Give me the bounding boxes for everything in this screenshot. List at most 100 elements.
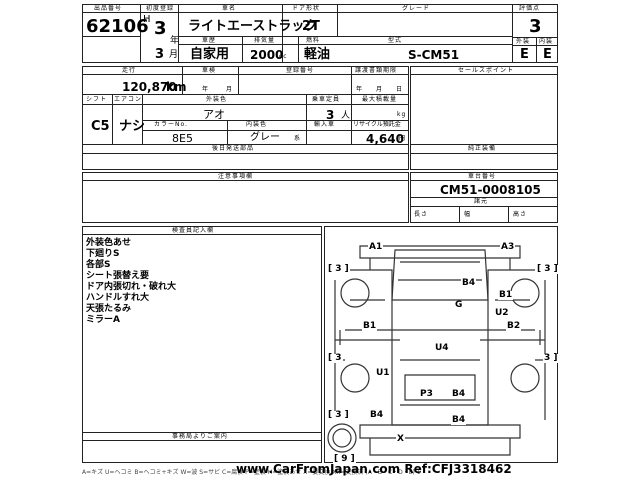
damage-mark: B4 <box>451 415 467 425</box>
reg-month: 3 <box>155 47 165 62</box>
damage-mark: A1 <box>368 242 384 252</box>
height-label: 高さ <box>513 211 528 218</box>
mileage: 120,870 <box>122 80 177 94</box>
office-label: 事務局よりご案内 <box>172 433 228 440</box>
damage-mark: B4 <box>461 278 477 288</box>
after-parts-label: 後日発送部品 <box>212 145 255 152</box>
tread-depth: 3 ] <box>543 353 559 363</box>
exterior-label: 外装 <box>516 38 531 45</box>
transfer-day: 日 <box>396 86 404 93</box>
reg-year: 3 <box>154 18 167 39</box>
lot-number: 62106 <box>86 16 149 37</box>
damage-mark: U2 <box>494 308 510 318</box>
chassis-label: 車台番号 <box>468 173 497 180</box>
exterior-grade: E <box>520 47 529 62</box>
color-no: 8E5 <box>172 132 193 145</box>
transfer-year: 年 <box>356 86 364 93</box>
recycle-unit: 円 <box>399 135 407 142</box>
first-reg-label: 初度登録 <box>146 5 175 12</box>
capacity-label: 乗車定員 <box>312 96 341 103</box>
damage-mark: X <box>396 434 405 444</box>
ac-label: エアコン <box>114 96 143 103</box>
tread-depth: [ 9 ] <box>333 454 356 464</box>
recycle-fee: 4,640 <box>366 132 404 146</box>
model-code: S-CM51 <box>408 48 460 62</box>
car-name: ライトエーストラック <box>188 19 318 34</box>
dims-label: 諸元 <box>474 198 489 205</box>
load-label: 最大積載量 <box>362 96 398 103</box>
score-label: 評価点 <box>519 5 541 12</box>
displacement: 2000 <box>250 48 284 62</box>
inspector-note: 天張たるみ <box>86 304 132 314</box>
inspector-note: シート張替え要 <box>86 271 150 281</box>
inspection-month-unit: 月 <box>226 86 234 93</box>
transfer-label: 譲渡書類期限 <box>355 67 398 74</box>
tread-depth: [ 3 ] <box>327 410 350 420</box>
selling-points-label: セールスポイント <box>458 67 515 74</box>
mileage-label: 走行 <box>122 67 137 74</box>
recycle-label: リサイクル預託金 <box>353 121 401 128</box>
vehicle-type: 自家用 <box>190 47 230 62</box>
inspector-note: ハンドルすれ大 <box>86 293 150 303</box>
chassis-number: CM51-0008105 <box>440 183 541 197</box>
damage-mark: U4 <box>434 343 450 353</box>
interior-label: 内装 <box>539 38 554 45</box>
color-label: 外装色 <box>206 96 228 103</box>
shift: C5 <box>91 119 110 134</box>
inspector-note: 下廻りS <box>86 249 120 259</box>
int-color-unit: 系 <box>294 135 302 142</box>
reg-month-unit: 月 <box>169 50 179 60</box>
reg-no-label: 登録番号 <box>286 67 315 74</box>
vehicle-type-label: 車歴 <box>202 37 217 44</box>
notes-label: 注意事項欄 <box>218 173 254 180</box>
model-label: 型式 <box>388 37 403 44</box>
tread-depth: [ 3 <box>327 353 343 363</box>
tread-depth: [ 3 ] <box>327 264 350 274</box>
damage-mark: A3 <box>500 242 516 252</box>
lot-no-label: 出品番号 <box>94 5 123 12</box>
damage-mark: P3 <box>419 389 434 399</box>
doors-label: ドア形状 <box>292 5 321 12</box>
length-label: 長さ <box>414 211 429 218</box>
damage-legend: A=キズ U=ヘコミ B=ヘコミ+キズ W=波 S=サビ C=腐食 P=塗装 H… <box>82 469 421 476</box>
damage-mark: B1 <box>498 290 514 300</box>
damage-mark: B4 <box>369 410 385 420</box>
color-no-label: カラーNo. <box>154 121 188 128</box>
inspector-note: 各部S <box>86 260 111 270</box>
import-label: 輸入車 <box>314 121 336 128</box>
inspector-note: 外装色あせ <box>86 238 132 248</box>
displacement-label: 排気量 <box>254 37 276 44</box>
capacity: 3 <box>326 108 335 122</box>
damage-mark: U1 <box>375 368 391 378</box>
exterior-color: アオ <box>203 108 225 121</box>
genuine-label: 純正装備 <box>468 145 497 152</box>
inspection-year-unit: 年 <box>202 86 210 93</box>
width-label: 幅 <box>464 211 472 218</box>
damage-mark: G <box>454 300 464 310</box>
damage-mark: B4 <box>451 389 467 399</box>
reg-year-unit: 年 <box>170 36 180 46</box>
displacement-unit: cc <box>279 53 288 60</box>
inspector-label: 検査員記入欄 <box>172 227 215 234</box>
door-type: 2T <box>302 19 320 34</box>
damage-mark: B1 <box>362 321 378 331</box>
shift-label: シフト <box>86 96 108 103</box>
car-name-label: 車名 <box>222 5 237 12</box>
transfer-month: 月 <box>376 86 384 93</box>
tread-depth: [ 3 ] <box>536 264 559 274</box>
interior-grade: E <box>543 47 552 62</box>
watermark: www.CarFromJapan.com Ref:CFJ3318462 <box>236 462 512 476</box>
fuel-label: 燃料 <box>306 37 321 44</box>
fuel: 軽油 <box>304 47 331 62</box>
inspector-note: ドア内張切れ・破れ大 <box>86 282 177 292</box>
interior-color: グレー <box>250 132 280 143</box>
grade-label: グレード <box>402 5 431 12</box>
inspector-note: ミラーA <box>86 315 120 325</box>
era: H <box>143 14 151 25</box>
int-color-label: 内装色 <box>246 121 268 128</box>
mileage-unit: km <box>166 80 187 94</box>
inspection-label: 車検 <box>202 67 217 74</box>
ac: ナシ <box>119 119 146 134</box>
auction-score: 3 <box>529 16 542 37</box>
